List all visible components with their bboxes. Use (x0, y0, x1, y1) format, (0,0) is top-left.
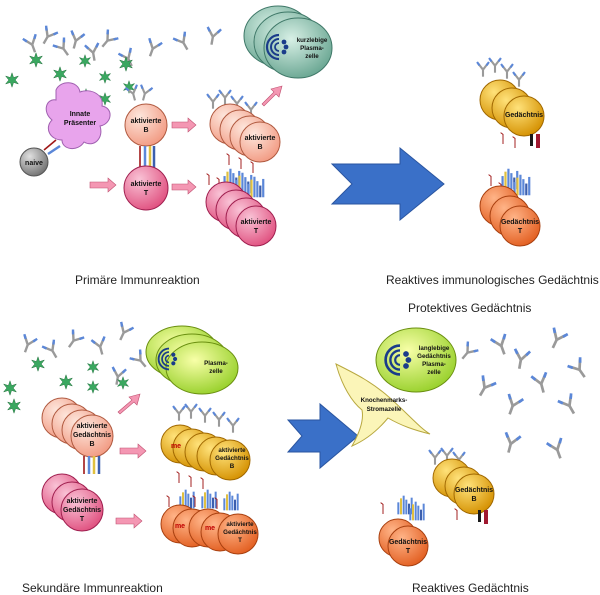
blue-arrow-bottom (286, 402, 359, 470)
innate-label-2: Präsenter (64, 120, 97, 127)
activated-memory-t-stack: aktivierte Gedächtnis T (41, 473, 104, 532)
pink-arrows-secondary (115, 393, 147, 529)
plasma-cell-stack: Plasma- zelle (145, 325, 239, 395)
secondary-response-panel: aktivierte Gedächtnis B aktivierte Gedäc… (3, 320, 259, 595)
caption-secondary: Sekundäre Immunreaktion (22, 581, 163, 595)
mem-t-bottom-label-1: Gedächtnis (389, 539, 427, 546)
act-mem-b-label-3: B (89, 441, 94, 448)
activated-b-stack: aktivierte B (206, 88, 281, 174)
free-antibodies-right (455, 326, 593, 463)
plasma-short-label-3: zelle (305, 53, 319, 60)
bt-synapse (139, 146, 156, 168)
secondary-synapse (83, 456, 101, 474)
bone-marrow-stromal-cell: Knochenmarks- Stromazelle (335, 363, 431, 448)
reactive-panel-bottom: Knochenmarks- Stromazelle langlebige Ged… (335, 326, 593, 595)
activated-orange-t-stack: me me aktivierte Gedächtnis T (160, 489, 259, 555)
act-mem-t-label-1: aktivierte (67, 498, 98, 505)
longlived-label-4: zelle (427, 369, 441, 376)
activated-t-stack: aktivierte T (205, 168, 277, 247)
act-gold-b-label-3: B (230, 463, 235, 470)
activated-t-cell: aktivierte T (123, 165, 169, 211)
blue-arrow-top (330, 146, 445, 222)
act-orange-t-label-2: Gedächtnis (223, 529, 257, 536)
caption-reactive: Reaktives Gedächtnis (412, 581, 529, 595)
mem-b-bottom-label-2: B (471, 496, 476, 503)
act-t-stack-label-2: T (254, 228, 259, 235)
plasma-label-1: Plasma- (204, 360, 228, 367)
primary-response-panel: Innate Präsenter naive aktivierte B (5, 5, 333, 287)
caption-primary: Primäre Immunreaktion (75, 273, 200, 287)
act-b-label-1: aktivierte (131, 118, 162, 125)
mem-t-label-1: Gedächtnis (501, 219, 539, 226)
caption-reactive-memory: Reaktives immunologisches Gedächtnis (386, 273, 599, 287)
innate-label-1: Innate (70, 111, 91, 118)
mem-t-label-2: T (518, 228, 523, 235)
act-mem-b-label-2: Gedächtnis (73, 432, 111, 439)
long-lived-plasma-cell: langlebige Gedächtnis Plasma- zelle (375, 327, 457, 393)
naive-cell: naive (19, 139, 61, 177)
act-t-label-2: T (144, 190, 149, 197)
me-fragment-t2: me (205, 525, 215, 532)
act-b-stack-label-2: B (257, 144, 262, 151)
plasma-label-2: zelle (209, 368, 223, 375)
me-fragment-b: me (171, 443, 181, 450)
memory-t-stack-bottom: Gedächtnis T (378, 495, 429, 567)
stroma-label-2: Stromazelle (367, 406, 402, 413)
caption-protective-memory: Protektives Gedächtnis (408, 301, 531, 315)
naive-label: naive (25, 160, 43, 167)
act-orange-t-label-3: T (238, 537, 242, 544)
activated-b-cell: aktivierte B (124, 83, 168, 147)
free-antibodies-secondary (17, 320, 153, 388)
mem-t-bottom-label-2: T (406, 548, 411, 555)
act-mem-t-label-2: Gedächtnis (63, 507, 101, 514)
plasma-short-label-1: kurzlebige (297, 37, 328, 44)
me-fragment-t1: me (175, 523, 185, 530)
short-lived-plasma-stack: kurzlebige Plasma- zelle (243, 5, 333, 79)
mem-b-label-1: Gedächtnis (505, 112, 543, 119)
longlived-label-2: Gedächtnis (417, 353, 451, 360)
activated-gold-b-stack: me aktivierte Gedächtnis B (160, 402, 251, 490)
act-mem-b-label-1: aktivierte (77, 423, 108, 430)
innate-presenter-cell: Innate Präsenter (45, 82, 111, 149)
memory-b-stack-bottom: Gedächtnis B (428, 446, 495, 524)
reactive-memory-panel: Gedächtnis Gedächtnis T Reaktives immuno… (386, 56, 599, 315)
act-gold-b-label-2: Gedächtnis (215, 455, 249, 462)
pink-arrows-primary (89, 85, 283, 195)
act-gold-b-label-1: aktivierte (218, 447, 246, 454)
act-b-stack-label-1: aktivierte (245, 135, 276, 142)
act-b-label-2: B (143, 127, 148, 134)
act-orange-t-label-1: aktivierte (226, 521, 254, 528)
act-t-label-1: aktivierte (131, 181, 162, 188)
activated-memory-b-stack: aktivierte Gedächtnis B (41, 397, 114, 458)
plasma-short-label-2: Plasma- (300, 45, 324, 52)
stroma-label-1: Knochenmarks- (361, 397, 408, 404)
longlived-label-3: Plasma- (422, 361, 446, 368)
act-t-stack-label-1: aktivierte (241, 219, 272, 226)
mem-b-bottom-label-1: Gedächtnis (455, 487, 493, 494)
longlived-label-1: langlebige (419, 345, 450, 352)
act-mem-t-label-3: T (80, 516, 85, 523)
